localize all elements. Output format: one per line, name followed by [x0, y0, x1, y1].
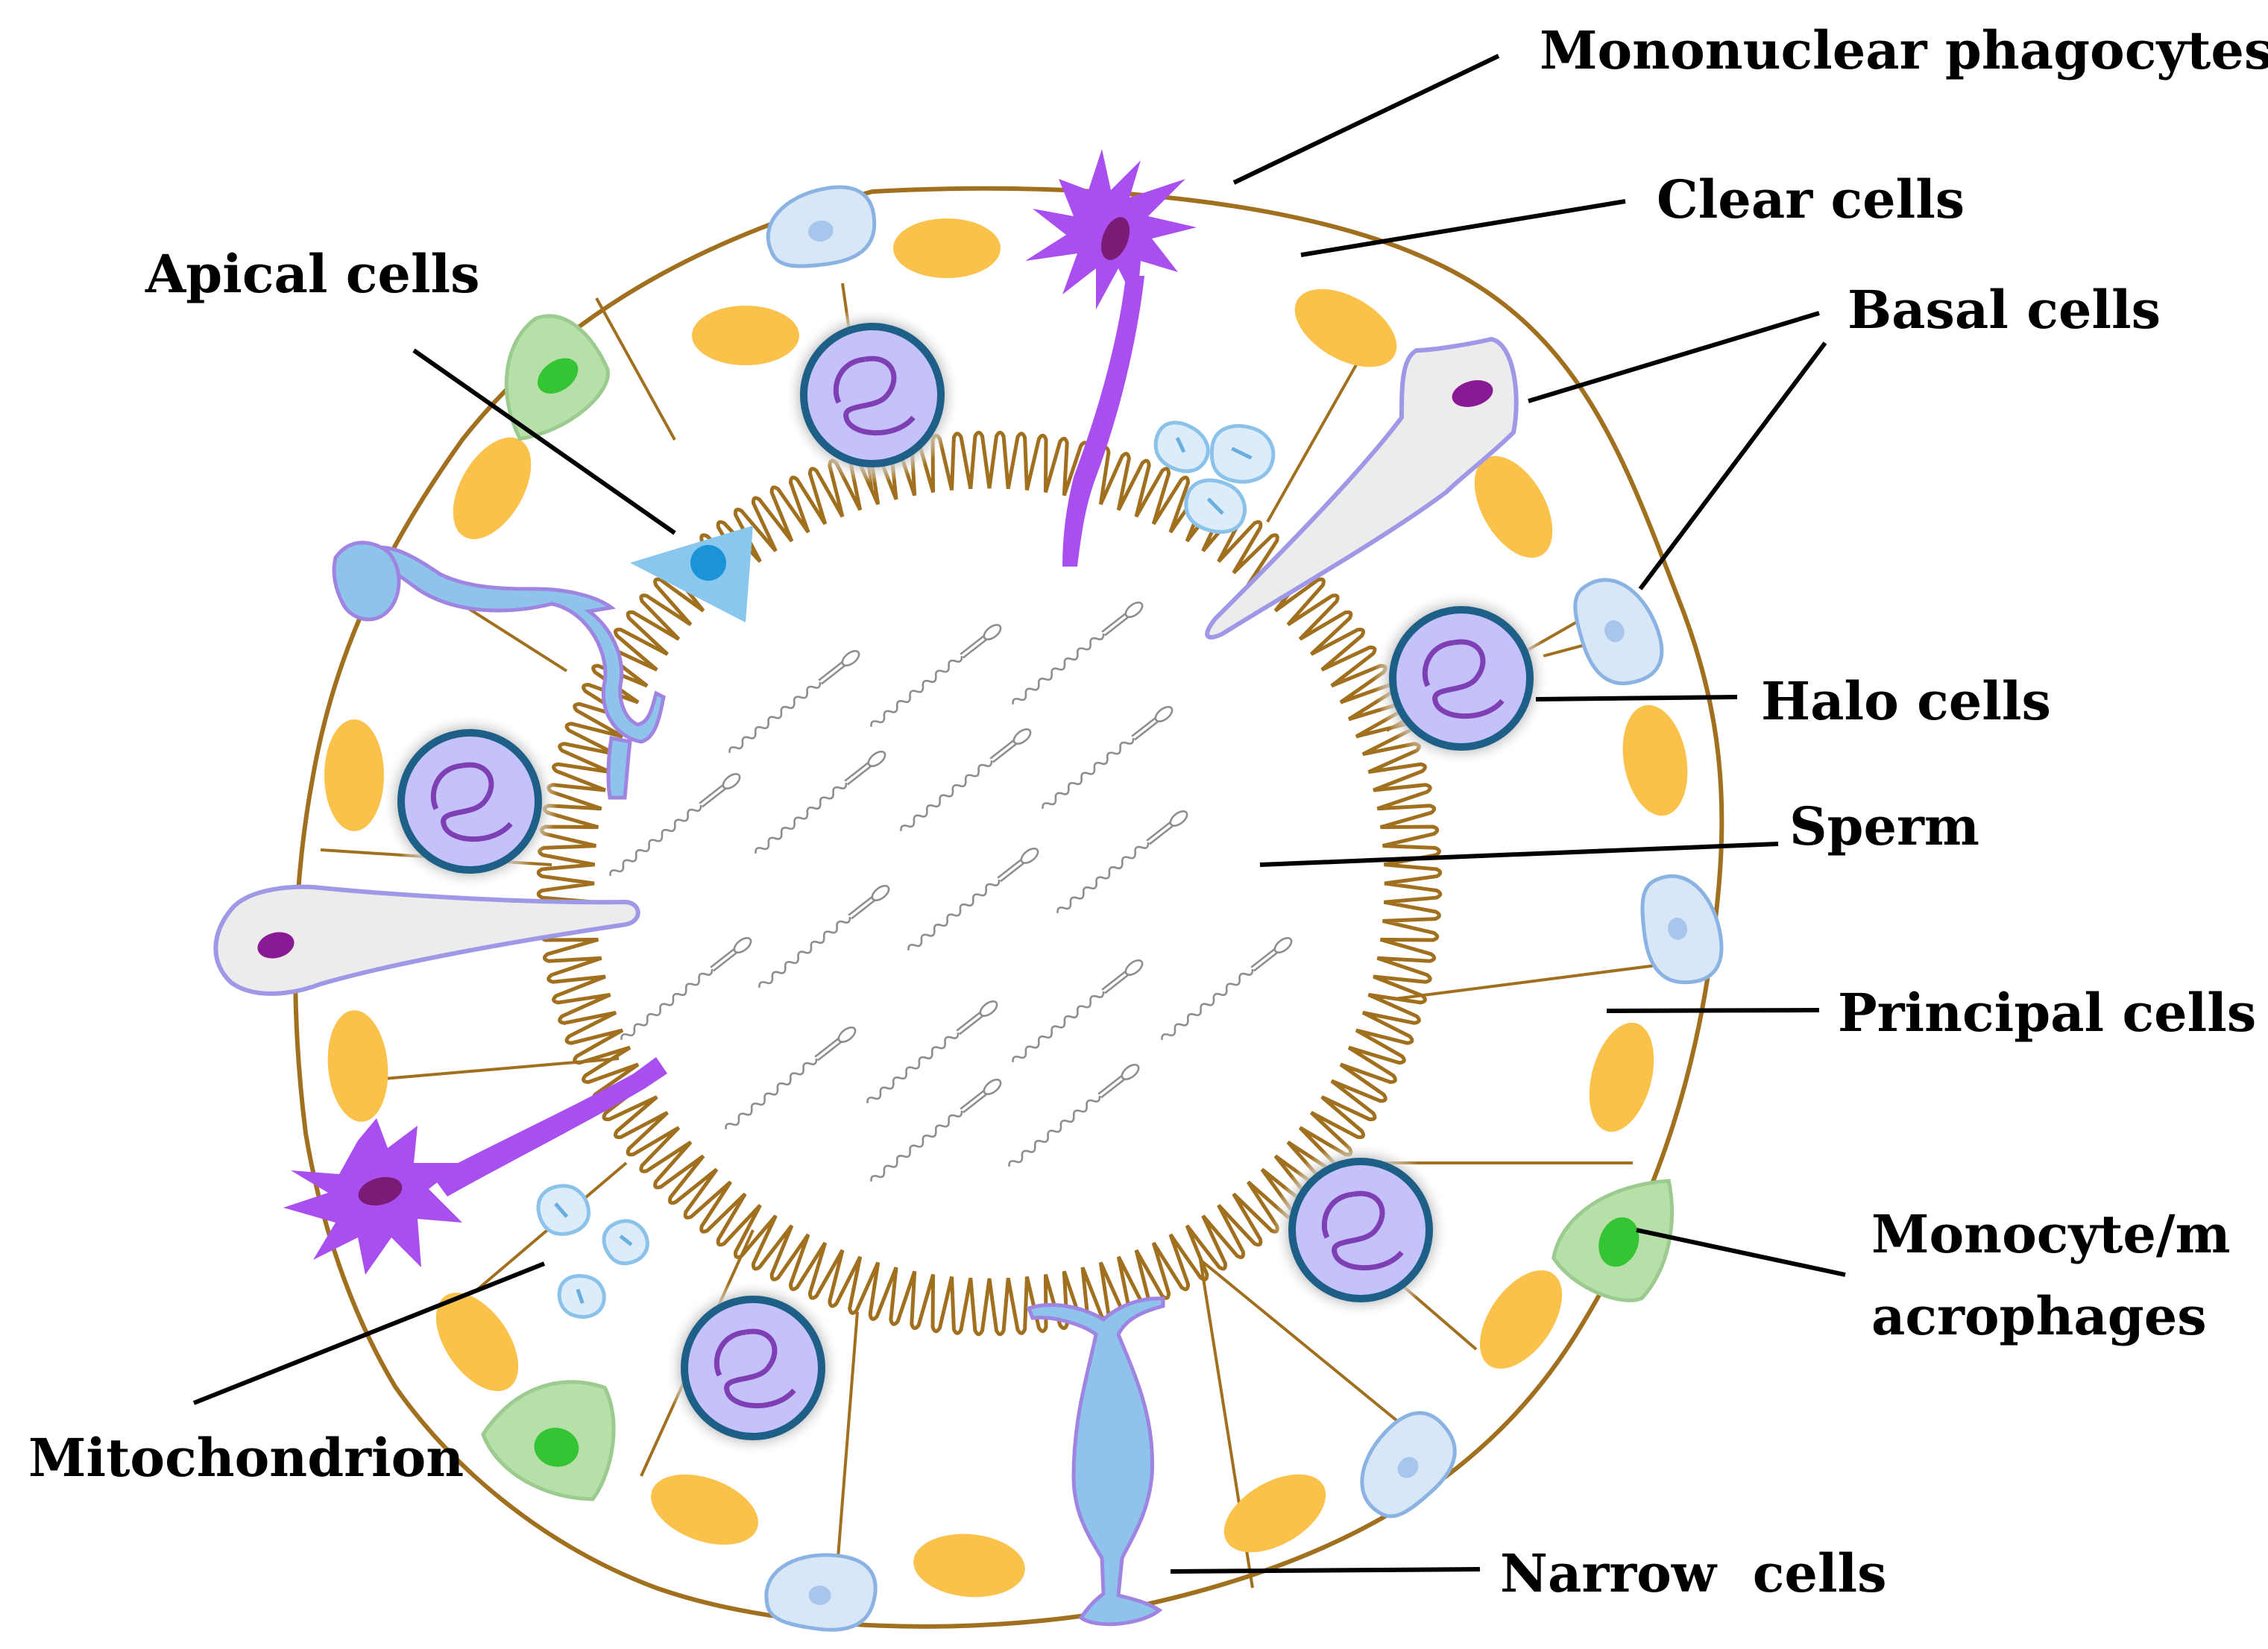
clear-cells-group — [764, 185, 1724, 1632]
label-sperm: Sperm — [1789, 795, 1979, 857]
halo-cell-icon — [1373, 590, 1549, 766]
principal-cell-nucleus — [1294, 289, 1397, 368]
halo-cell-icon — [784, 307, 960, 483]
narrow-cell-icon — [332, 540, 666, 800]
basal-cells-group — [213, 336, 1519, 996]
sperm-icon — [870, 623, 1002, 727]
sperm-icon — [609, 772, 741, 876]
sperm-icon — [1056, 810, 1188, 913]
principal-cell-nucleus — [1589, 1022, 1654, 1132]
narrow-cells-group — [332, 540, 1165, 1627]
label-clear-cells: Clear cells — [1657, 168, 1965, 230]
halo-cells-group — [382, 307, 1549, 1456]
mitochondrion-icon — [1209, 423, 1276, 484]
sperm-icon — [1161, 936, 1293, 1040]
label-monocyte-line2: acrophages — [1871, 1285, 2207, 1347]
label-basal-cells: Basal cells — [1848, 279, 2161, 341]
principal-cell-nucleus — [435, 1293, 519, 1391]
principal-cell-nucleus — [893, 218, 1001, 278]
label-halo-cells: Halo cells — [1761, 670, 2051, 732]
monocyte-macrophage-icon — [504, 314, 610, 441]
basal-cell-icon — [213, 884, 640, 996]
mitochondrion-icon — [602, 1219, 649, 1266]
label-principal-cells: Principal cells — [1838, 982, 2256, 1044]
clear-cell-icon — [764, 1553, 878, 1632]
tubule-basement-membrane — [293, 186, 1724, 1629]
narrow-cell-icon — [1026, 1296, 1165, 1627]
principal-cell-nucleus — [327, 1010, 388, 1122]
macrophages-group — [481, 314, 1674, 1501]
lumen-microvilli-border — [536, 430, 1443, 1337]
monocyte-macrophage-icon — [1552, 1179, 1674, 1302]
label-apical-cells: Apical cells — [145, 243, 480, 305]
halo-cell-icon — [1273, 1142, 1449, 1318]
mononuclear-phagocyte-icon — [283, 1057, 667, 1275]
sperm-icon — [755, 750, 886, 854]
leader-lines — [192, 54, 1846, 1574]
sperm-icon — [870, 1078, 1002, 1182]
monocyte-macrophage-icon — [481, 1380, 616, 1501]
halo-cell-icon — [382, 713, 558, 889]
principal-cell-nucleus — [1223, 1474, 1326, 1553]
mitochondrion-icon — [1184, 478, 1247, 534]
principal-cell-nuclei — [324, 218, 1688, 1598]
sperm-group — [609, 601, 1293, 1182]
basal-cell-icon — [1205, 336, 1519, 640]
principal-cell-nucleus — [453, 437, 532, 540]
sperm-icon — [1012, 959, 1144, 1062]
clear-cell-icon — [766, 185, 877, 268]
label-mononuclear-phagocytes: Mononuclear phagocytes — [1540, 19, 2268, 81]
apical-cell-icon — [630, 526, 753, 622]
sperm-icon — [728, 649, 860, 753]
principal-cell-nucleus — [651, 1474, 758, 1545]
sperm-icon — [725, 1026, 857, 1129]
principal-cell-nucleus — [913, 1533, 1025, 1598]
sperm-icon — [620, 936, 752, 1040]
label-mitochondrion: Mitochondrion — [28, 1427, 464, 1489]
principal-cell-nucleus — [1474, 455, 1553, 558]
sperm-icon — [1012, 601, 1144, 704]
labels: Mononuclear phagocytes Clear cells Apica… — [28, 19, 2268, 1604]
mitochondria-group — [536, 420, 1276, 1319]
label-narrow-cells: Narrow cells — [1500, 1542, 1887, 1604]
sperm-icon — [1008, 1063, 1140, 1167]
sperm-icon — [900, 728, 1032, 831]
sperm-icon — [758, 884, 890, 988]
mitochondrion-icon — [557, 1274, 606, 1319]
mononuclear-phagocytes-group — [283, 149, 1197, 1275]
mononuclear-phagocyte-icon — [1025, 149, 1197, 567]
clear-cell-icon — [1640, 874, 1724, 985]
sperm-icon — [866, 1000, 998, 1103]
principal-cell-nucleus — [1622, 704, 1688, 816]
sperm-icon — [907, 847, 1039, 950]
label-monocyte-line1: Monocyte/m — [1871, 1203, 2231, 1265]
halo-cell-icon — [665, 1280, 841, 1456]
mitochondrion-icon — [536, 1184, 591, 1236]
principal-cell-nucleus — [324, 719, 384, 831]
principal-cell-nucleus — [692, 306, 799, 365]
principal-cell-nucleus — [1479, 1270, 1563, 1369]
mitochondrion-icon — [1153, 420, 1210, 473]
clear-cell-icon — [1573, 578, 1664, 686]
clear-cell-icon — [1360, 1411, 1457, 1519]
sperm-icon — [1042, 705, 1174, 809]
